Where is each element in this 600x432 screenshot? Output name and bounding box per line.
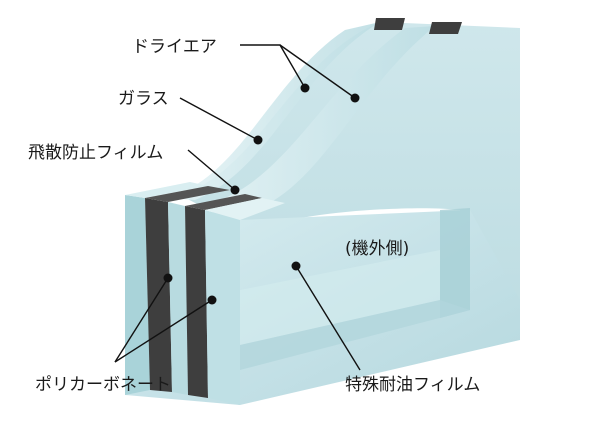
leader-shatterproof (187, 149, 236, 191)
leader-polycarbonate-2 (114, 299, 213, 363)
dot-dry-air-2 (350, 93, 360, 103)
label-polycarbonate: ポリカーボネート (35, 375, 171, 395)
back-spacers (374, 18, 462, 34)
dot-dry-air-1 (300, 83, 310, 93)
glass-back-layers (165, 22, 520, 312)
dot-polycarbonate-2 (207, 295, 217, 305)
dot-glass (253, 135, 263, 145)
label-exterior-side: (機外側) (345, 239, 409, 259)
label-glass: ガラス (118, 89, 169, 109)
leader-dry-air-2 (279, 44, 356, 99)
dot-polycarbonate-1 (163, 273, 173, 283)
label-dry-air: ドライエア (132, 37, 217, 57)
dot-oil-film (291, 261, 301, 271)
label-shatterproof-film: 飛散防止フィルム (28, 143, 163, 163)
layer-stack-edge (125, 182, 285, 405)
leader-polycarbonate-1 (114, 277, 169, 363)
leader-glass (179, 97, 259, 141)
leader-oil-film (295, 265, 361, 371)
dot-shatterproof (230, 185, 240, 195)
leader-lines (114, 44, 361, 371)
pointer-dots (163, 83, 360, 305)
label-oil-resistant-film: 特殊耐油フィルム (345, 375, 480, 395)
